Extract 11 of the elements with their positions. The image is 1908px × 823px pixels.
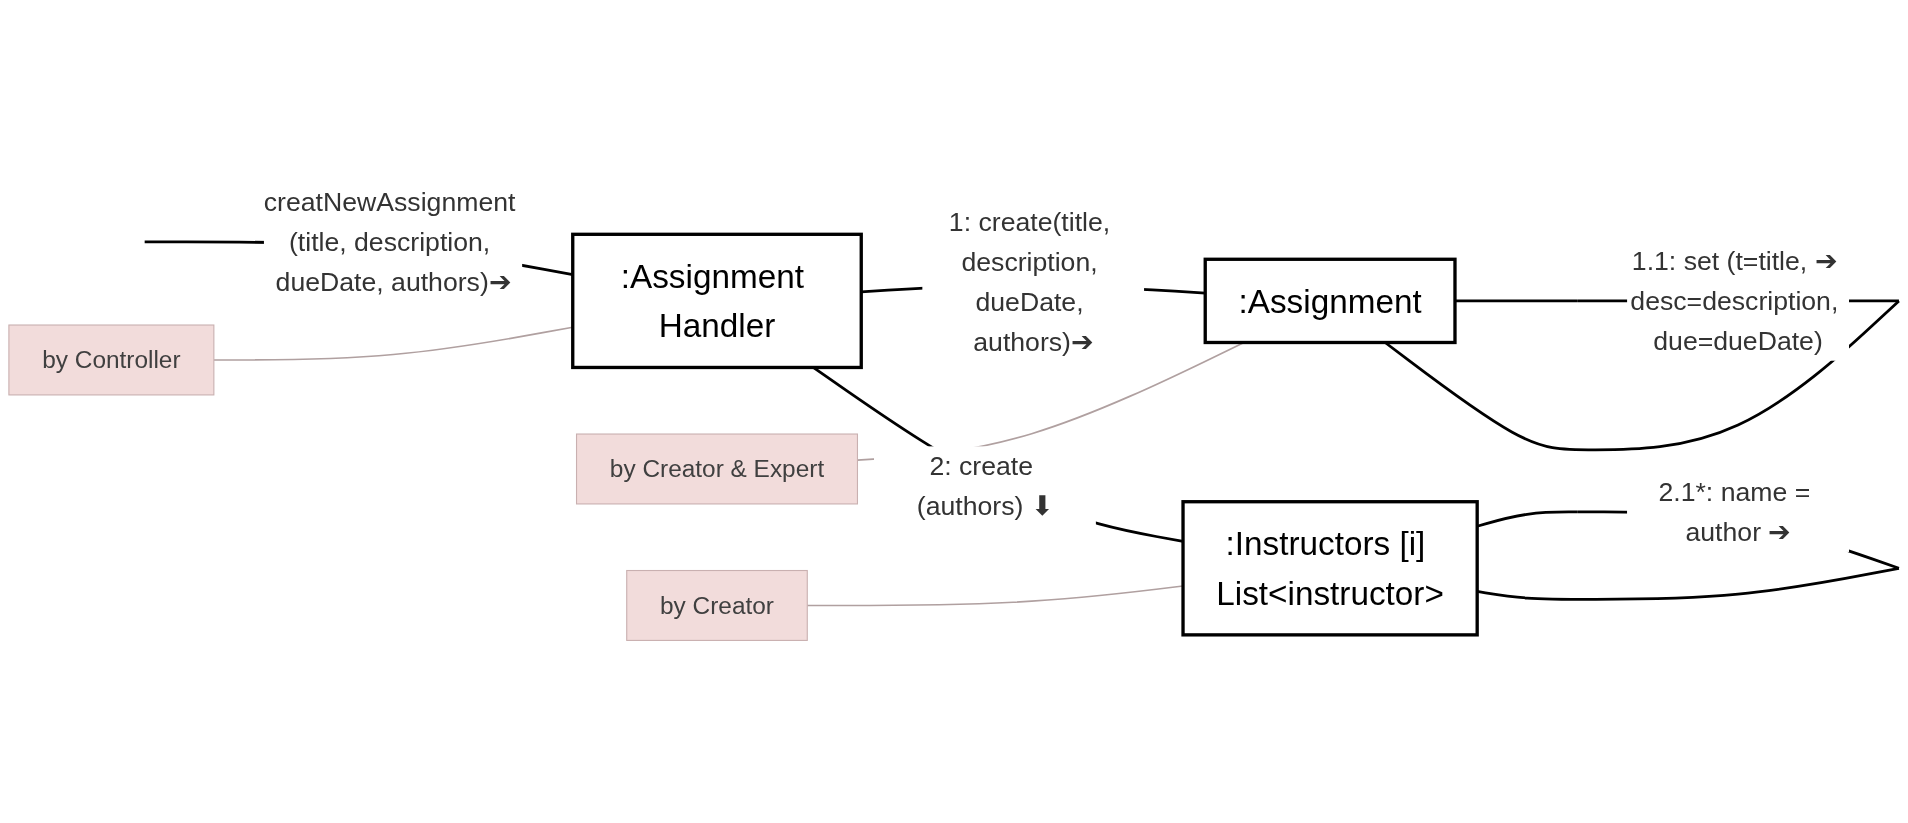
- edge-label: 2: create (authors) ⬇: [916, 451, 1053, 521]
- node-box: by Creator: [626, 570, 808, 642]
- node-box: by Creator & Expert: [575, 433, 858, 505]
- node-box: by Controller: [8, 324, 215, 396]
- edge-label: 1.1: set (t=title, ➔ desc=description, due=dueDate): [1630, 245, 1839, 356]
- edge-label: 1: create(title, description, dueDate, authors)➔: [948, 207, 1111, 358]
- edge-label: creatNewAssignment (title, description, dueDate, authors)➔: [263, 186, 516, 297]
- edge-label: 2.1*: name = author ➔: [1658, 476, 1811, 547]
- node-box: :Assignment Handler: [571, 233, 863, 370]
- node-box: :Instructors [i] List<instructor>: [1181, 500, 1479, 637]
- node-box: :Assignment: [1203, 257, 1457, 345]
